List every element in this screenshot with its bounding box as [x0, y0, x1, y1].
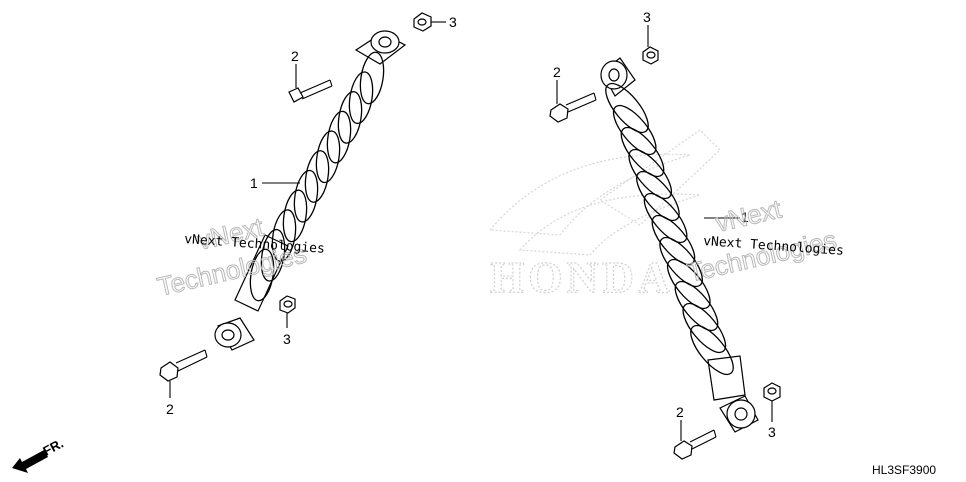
right-watermark-big-1: vNext: [713, 193, 785, 237]
spring-coil: [682, 302, 727, 354]
left-callout-1: 1: [250, 175, 258, 191]
spring-coil: [293, 169, 319, 223]
left-callout-3-bottom: 3: [283, 331, 291, 347]
left-shock-absorber: [214, 30, 407, 351]
spring-coil: [605, 82, 649, 134]
spring-coil: [666, 258, 711, 310]
right-bottom-nut: [763, 382, 781, 402]
spring-coil: [620, 126, 665, 178]
spring-coil: [628, 148, 673, 200]
spring-coil: [348, 71, 374, 125]
spring-coil: [260, 228, 286, 282]
right-bottom-mount-eye: [719, 395, 759, 433]
left-top-nut: [413, 12, 432, 32]
left-bottom-mount-eye: [214, 317, 255, 351]
right-leader-lines: [556, 25, 773, 441]
spring-coil: [249, 248, 275, 302]
left-top-bolt: [288, 79, 333, 103]
left-callout-2-top: 2: [291, 48, 299, 64]
spring-coil: [282, 189, 308, 243]
right-shock-absorber: [600, 57, 759, 433]
spring-coil: [326, 110, 352, 164]
right-top-mount-eye: [600, 57, 636, 97]
right-callout-3-top: 3: [643, 9, 651, 25]
right-watermark: vNext Technologies vNext Technologies: [684, 193, 844, 288]
left-callout-2-bottom: 2: [166, 401, 174, 417]
spring-coil: [315, 130, 341, 184]
spring-coil: [643, 192, 688, 244]
spring-coil: [304, 150, 330, 203]
honda-wing-watermark: [488, 129, 721, 256]
spring-coil: [271, 209, 297, 262]
left-callout-3-top: 3: [449, 14, 457, 30]
left-top-mount-eye: [354, 30, 407, 65]
drawing-code: HL3SF3900: [872, 463, 936, 477]
left-bottom-nut: [279, 295, 296, 314]
right-callout-2-top: 2: [553, 64, 561, 80]
left-coil-spring: [249, 51, 385, 302]
spring-coil: [337, 91, 363, 144]
right-bottom-bolt: [673, 429, 717, 460]
spring-coil: [651, 214, 696, 266]
left-bottom-bolt: [159, 349, 208, 382]
spring-coil: [690, 324, 734, 376]
spring-coil: [674, 280, 719, 332]
front-direction-arrow: FR.: [12, 436, 66, 473]
honda-brand-watermark: HONDA: [490, 253, 674, 302]
spring-coil: [612, 104, 657, 156]
right-callout-3-bottom: 3: [768, 424, 776, 440]
right-top-nut: [642, 46, 659, 65]
right-callout-1: 1: [741, 209, 749, 225]
spring-coil: [636, 170, 680, 222]
right-top-bolt: [549, 92, 597, 123]
spring-coil: [359, 51, 385, 105]
left-leader-lines: [169, 21, 446, 398]
right-coil-spring: [605, 82, 734, 376]
spring-coil: [659, 236, 703, 288]
right-callout-2-bottom: 2: [676, 404, 684, 420]
